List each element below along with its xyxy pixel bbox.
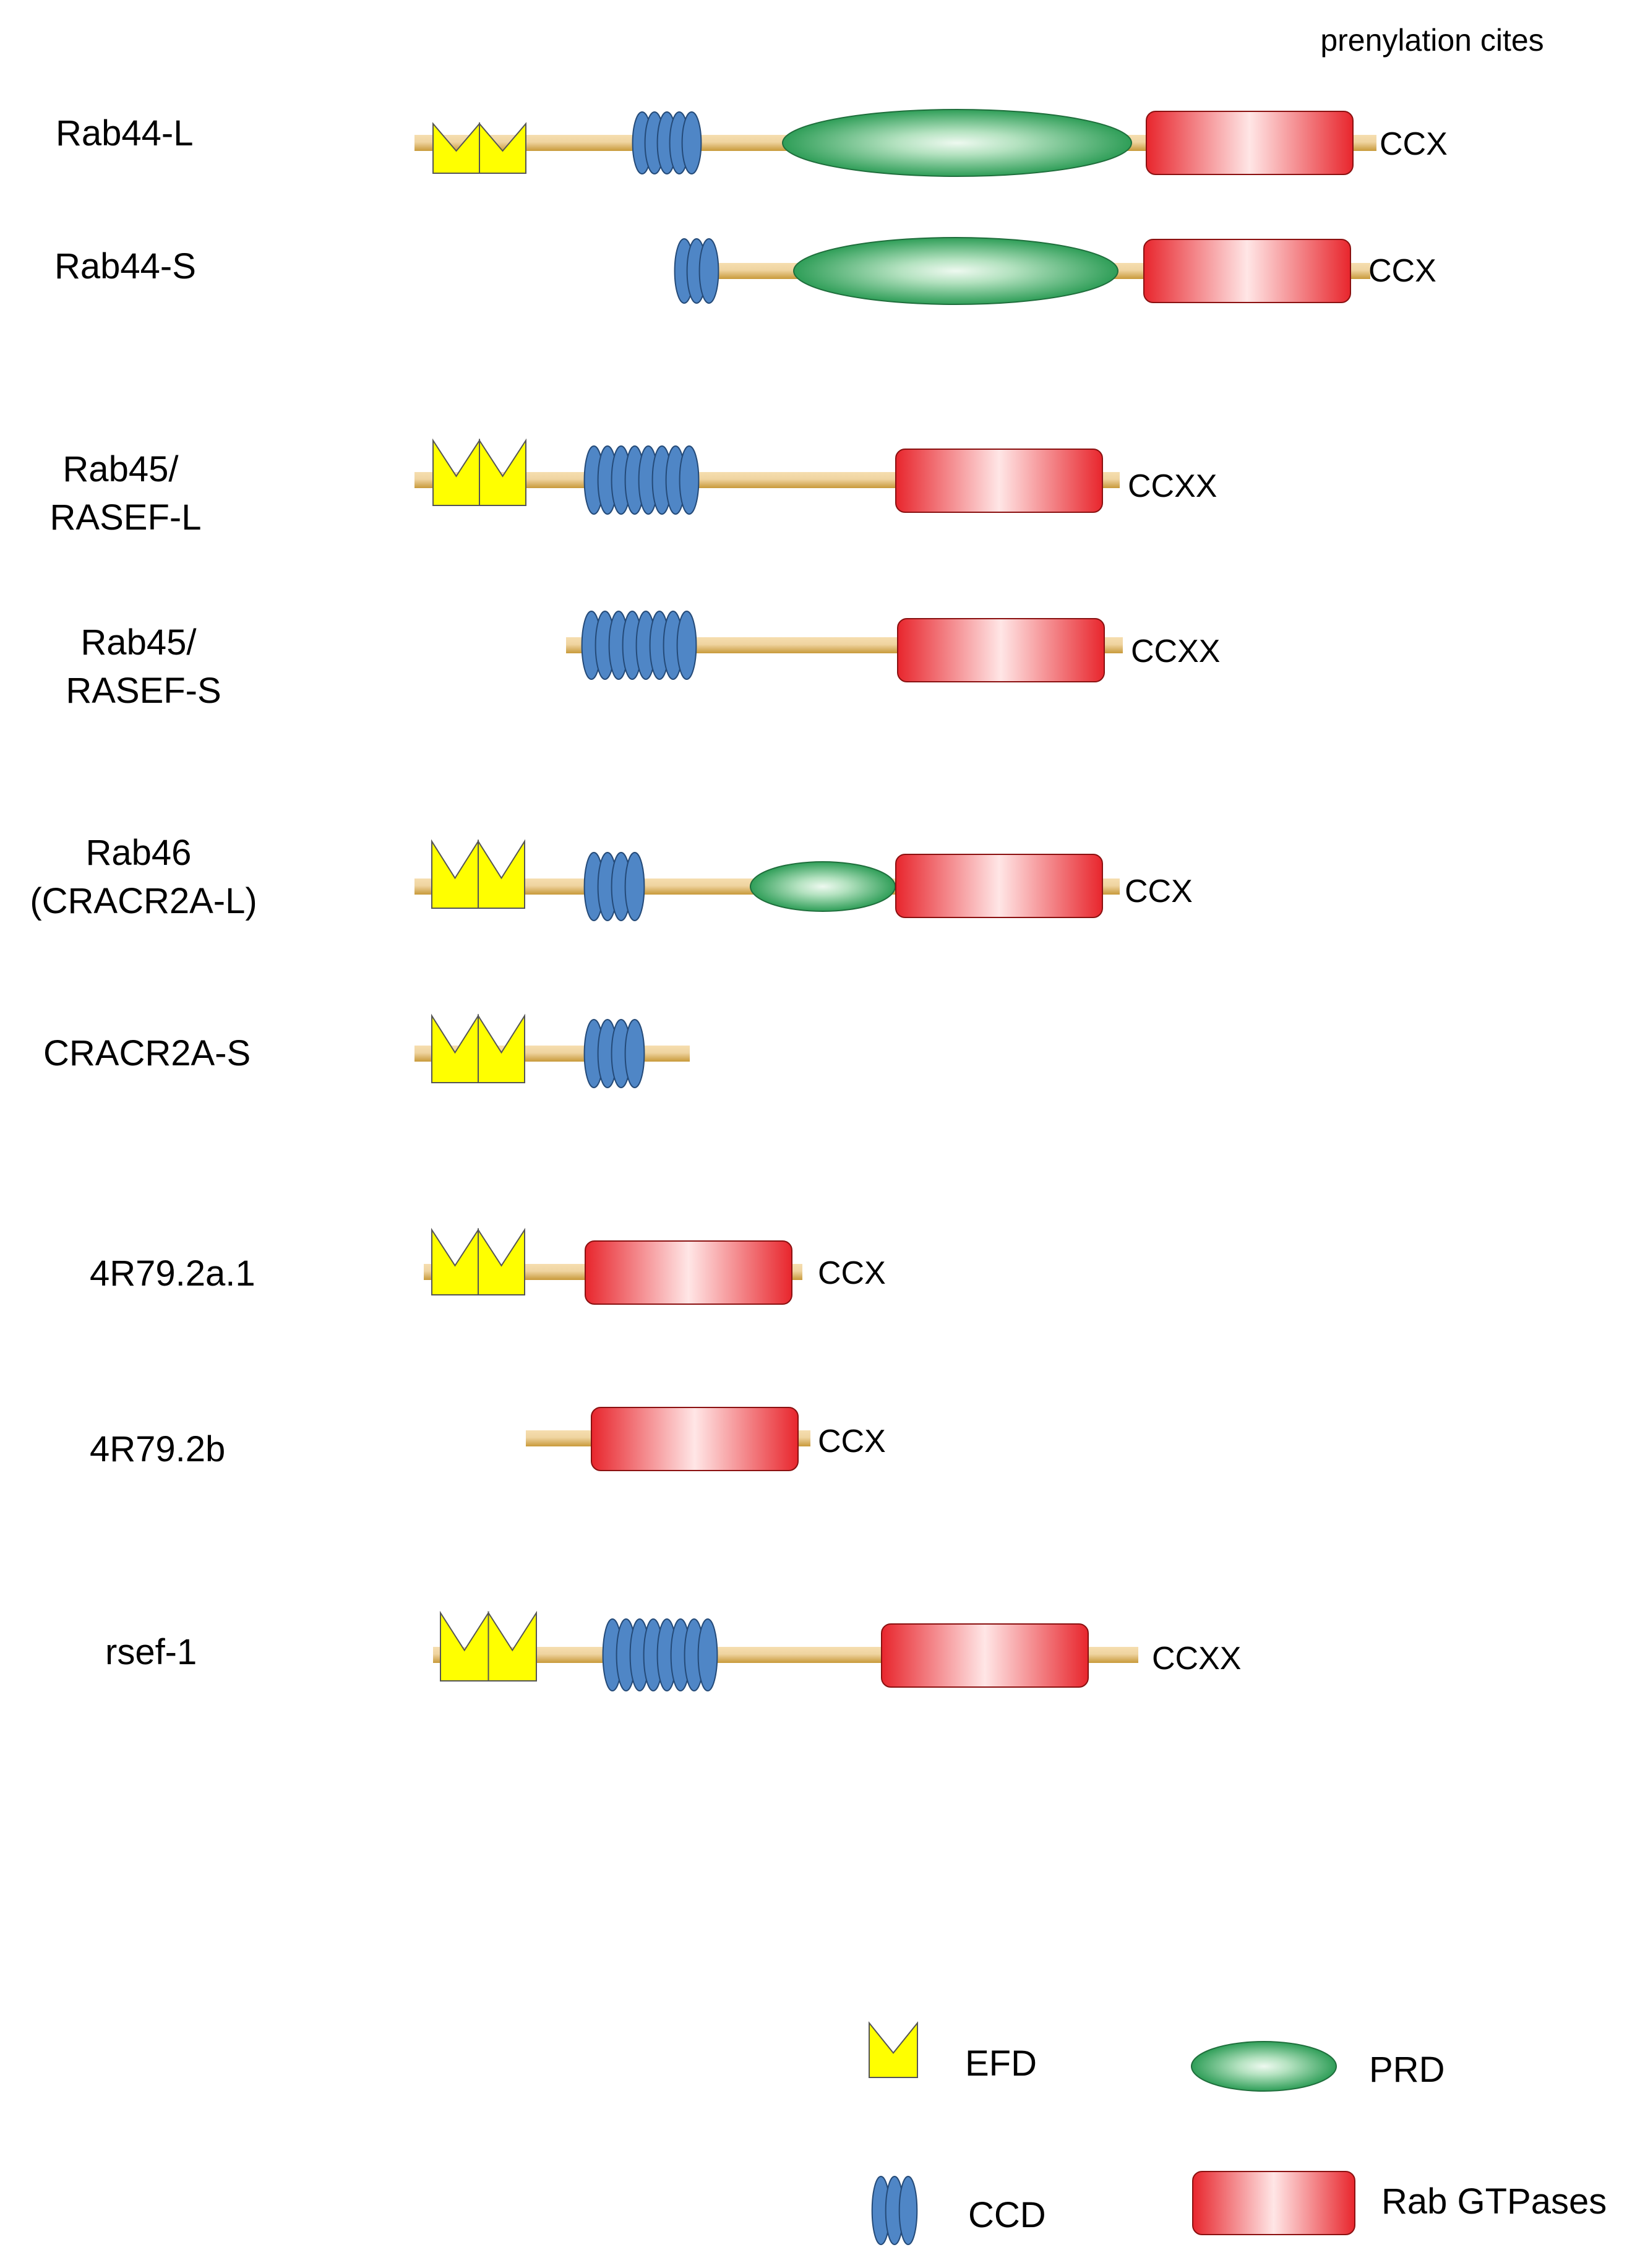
prenylation-motif: CCXX [1131, 634, 1220, 669]
efd-domain [432, 438, 526, 506]
rab-gtpase-domain [585, 1240, 792, 1305]
legend-prd-label: PRD [1369, 2050, 1445, 2090]
prenylation-sites-header: prenylation cites [1320, 23, 1543, 58]
efd-domain [431, 1227, 525, 1295]
ef-hand-unit [431, 839, 479, 909]
legend-ccd-icon [871, 2176, 918, 2245]
rab-gtpase-domain [1146, 111, 1354, 175]
ccd-domain [632, 111, 702, 174]
coiled-coil-unit [697, 1618, 718, 1691]
protein-name: Rab45/ RASEF-L [50, 449, 202, 538]
coiled-coil-unit [624, 852, 645, 921]
rab-gtpase-domain [897, 618, 1105, 682]
rab-gtpase-domain [895, 449, 1103, 513]
prd-domain [793, 237, 1118, 305]
ccd-domain [583, 852, 645, 921]
efd-domain [432, 122, 526, 174]
protein-row-rsef-1: rsef-1 CCXX [105, 1610, 1241, 1691]
protein-row-rab46-cracr2a-l: Rab46 (CRACR2A-L) CCX [30, 833, 1193, 921]
ccd-domain [674, 238, 719, 304]
protein-name-line: Rab44-S [54, 246, 196, 286]
protein-name-line: CRACR2A-S [43, 1033, 251, 1073]
protein-row-rab45-rasef-l: Rab45/ RASEF-L CCXX [50, 438, 1217, 538]
efd-domain [431, 1013, 525, 1083]
protein-name-line: RASEF-L [50, 497, 202, 538]
efd-domain [440, 1610, 537, 1682]
ef-hand-unit [478, 1227, 525, 1295]
coiled-coil-unit [681, 111, 702, 174]
prd-domain [750, 861, 896, 912]
protein-name: 4R79.2a.1 [90, 1253, 255, 1294]
legend-ccd-label: CCD [968, 2195, 1046, 2235]
legend-efd-label: EFD [965, 2043, 1037, 2084]
coiled-coil-unit [698, 238, 719, 304]
protein-row-rab44-s: Rab44-S CCX [54, 237, 1436, 305]
ef-hand-unit [431, 1013, 479, 1083]
legend: EFD PRD CCD Rab GTPases [869, 2021, 1607, 2245]
prenylation-motif: CCX [818, 1255, 886, 1291]
ccd-domain [583, 1019, 645, 1088]
ef-hand-unit [479, 122, 526, 174]
coiled-coil-unit [624, 1019, 645, 1088]
protein-row-rab45-rasef-s: Rab45/ RASEF-S CCXX [66, 611, 1220, 711]
protein-name-line: Rab45/ [62, 449, 179, 489]
protein-name: Rab44-L [56, 113, 193, 153]
ef-hand-unit [478, 1013, 525, 1083]
protein-row-cracr2a-s: CRACR2A-S [43, 1013, 690, 1088]
prenylation-motif: CCX [818, 1424, 886, 1459]
prenylation-motif: CCX [1380, 126, 1448, 162]
protein-name: CRACR2A-S [43, 1033, 251, 1073]
prenylation-motif: CCXX [1128, 468, 1217, 504]
ef-hand-unit [487, 1610, 537, 1682]
protein-name-line: Rab44-L [56, 113, 193, 153]
ef-hand-unit [479, 438, 526, 506]
prd-domain [782, 109, 1132, 177]
legend-efd-icon [869, 2021, 918, 2078]
rab-gtpase-domain [591, 1407, 799, 1471]
protein-name: rsef-1 [105, 1632, 197, 1672]
protein-name-line: Rab46 [85, 833, 191, 873]
protein-name-line: Rab45/ [80, 622, 197, 663]
protein-row-rab44-l: Rab44-L CCX [56, 109, 1448, 177]
protein-name: Rab46 (CRACR2A-L) [30, 833, 257, 921]
legend-rab-icon [1192, 2171, 1355, 2235]
ef-hand-unit [440, 1610, 489, 1682]
ef-hand-unit [869, 2021, 918, 2078]
protein-name: Rab45/ RASEF-S [66, 622, 221, 711]
protein-row-4r79-2b: 4R79.2b CCX [90, 1407, 886, 1471]
prenylation-motif: CCX [1125, 874, 1193, 909]
rab-gtpase-domain [881, 1623, 1089, 1688]
protein-name: Rab44-S [54, 246, 196, 286]
coiled-coil-unit [676, 611, 697, 680]
rab-gtpase-domain [1143, 239, 1351, 303]
protein-name-line: rsef-1 [105, 1632, 197, 1672]
ccd-domain [581, 611, 697, 680]
ef-hand-unit [478, 839, 525, 909]
protein-name-line: (CRACR2A-L) [30, 881, 257, 921]
ef-hand-unit [432, 438, 480, 506]
protein-name: 4R79.2b [90, 1429, 225, 1469]
coiled-coil-unit [898, 2176, 918, 2245]
protein-name-line: 4R79.2b [90, 1429, 225, 1469]
coiled-coil-unit [679, 445, 700, 515]
rab-gtpase-domain [895, 854, 1103, 918]
legend-rab-label: Rab GTPases [1381, 2181, 1607, 2222]
prenylation-motif: CCX [1368, 253, 1436, 289]
ccd-domain [602, 1618, 718, 1691]
ef-hand-unit [431, 1227, 479, 1295]
protein-name-line: RASEF-S [66, 671, 221, 711]
efd-domain [431, 839, 525, 909]
protein-row-4r79-2a-1: 4R79.2a.1 CCX [90, 1227, 886, 1305]
legend-prd-icon [1191, 2041, 1337, 2092]
prenylation-motif: CCXX [1152, 1641, 1241, 1677]
ccd-domain [583, 445, 700, 515]
protein-name-line: 4R79.2a.1 [90, 1253, 255, 1294]
ef-hand-unit [432, 122, 480, 174]
